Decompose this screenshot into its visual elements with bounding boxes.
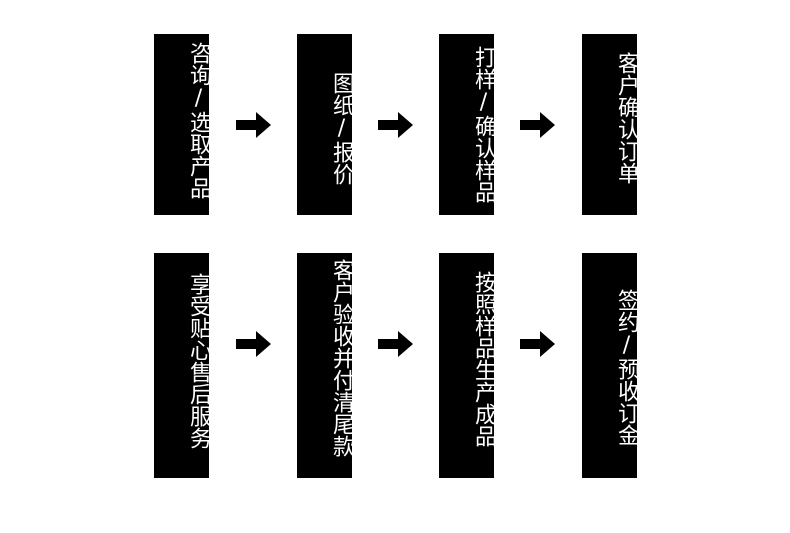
step-acceptance-final-payment: 客户验收并付清尾款 [297,253,354,478]
step-sample-confirm: 打样/确认样品 [439,34,496,215]
step-label: 图纸/报价 [329,72,354,185]
step-customer-confirm-order: 客户确认订单 [582,34,639,215]
step-after-sales-service: 享受贴心售后服务 [154,253,211,478]
step-consult-select-product: 咨询/选取产品 [154,34,211,215]
step-label: 客户确认订单 [614,52,639,184]
step-drawing-quote: 图纸/报价 [297,34,354,215]
arrow-right-icon [520,331,556,357]
step-mass-production: 按照样品生产成品 [439,253,496,478]
arrow-right-icon [378,331,414,357]
step-label: 咨询/选取产品 [186,42,211,199]
arrow-right-icon [236,331,272,357]
arrow-right-icon [378,112,414,138]
step-contract-deposit: 签约/预收订金 [582,253,639,478]
arrow-right-icon [236,112,272,138]
step-label: 按照样品生产成品 [471,271,496,447]
step-label: 享受贴心售后服务 [186,273,211,449]
step-label: 签约/预收订金 [614,289,639,446]
step-label: 客户验收并付清尾款 [329,259,354,457]
arrow-right-icon [520,112,556,138]
step-label: 打样/确认样品 [471,46,496,203]
